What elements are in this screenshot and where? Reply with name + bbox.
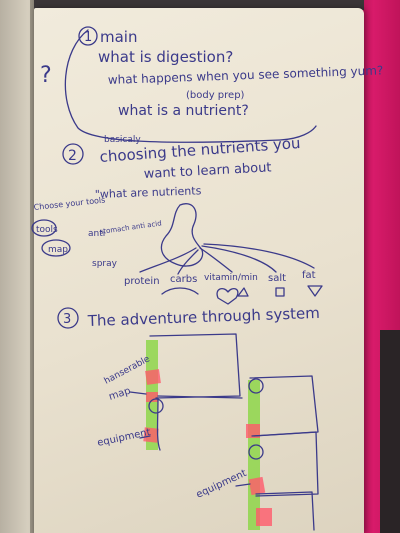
pink-flag-2 (146, 392, 158, 402)
section-3-number: 3 (63, 312, 71, 327)
branch-fat (203, 243, 315, 269)
section-1-bracket (64, 29, 317, 143)
question-nutrient: what is a nutrient? (118, 103, 249, 119)
section-3-title: The adventure through system (87, 304, 321, 330)
section-1-number: 1 (84, 30, 92, 45)
section-1-heading: main (100, 28, 137, 46)
section-2-number-circle (62, 143, 84, 165)
label-equipment-2: equipment (195, 468, 249, 501)
pink-flag-4 (246, 424, 260, 438)
screen-box-4 (255, 491, 315, 531)
anti-spray-label: spray (92, 259, 118, 269)
screen-box-2 (249, 375, 319, 437)
tools-item-2: map (48, 245, 68, 255)
label-hanserable: hanserable (103, 354, 152, 387)
top-shadow (34, 0, 364, 10)
pink-flag-1 (145, 369, 161, 385)
pink-flag-6 (256, 508, 272, 526)
connector-2 (156, 397, 161, 451)
arrow-equipment-1 (139, 435, 151, 439)
label-map: map (108, 386, 133, 403)
stomach-drawing (160, 203, 204, 267)
pink-flag-5 (248, 476, 266, 496)
doodle-arrow (307, 285, 323, 297)
section-2-number: 2 (68, 148, 77, 164)
question-yum-note: (body prep) (186, 90, 245, 101)
section-2-note: basicaly (104, 135, 141, 145)
anti-label: anti (88, 229, 105, 239)
section-3: 3 The adventure through system (57, 304, 321, 531)
question-digestion: what is digestion? (98, 48, 233, 66)
arrow-map (129, 391, 147, 395)
branch-protein (139, 247, 197, 273)
connector-1 (157, 395, 243, 399)
section-3-number-circle (57, 307, 79, 329)
branch-vitamin (199, 247, 233, 273)
question-yum: what happens when you see something yum? (108, 63, 384, 87)
background-wall (380, 330, 400, 533)
section-2-line-2: want to learn about (143, 160, 271, 182)
tools-oval (31, 219, 57, 237)
marker-circle-1 (148, 398, 164, 414)
marker-circle-3 (248, 444, 264, 460)
doodle-heart (216, 287, 239, 305)
pink-flag-3 (143, 427, 159, 443)
anti-acid-label: stomach anti acid (99, 219, 162, 236)
branch-salt (201, 245, 277, 273)
marker-circle-2 (248, 378, 264, 394)
tools-item-1: tools (36, 225, 58, 235)
map-oval (41, 239, 71, 257)
branch-carbs (177, 249, 199, 275)
nutrient-fat: fat (302, 270, 316, 281)
notebook-page (34, 8, 364, 533)
section-2: 2 basicaly choosing the nutrients you wa… (31, 134, 323, 305)
nutrient-protein: protein (124, 276, 160, 287)
section-1-number-circle (78, 26, 98, 46)
doodle-curve (161, 287, 199, 295)
screen-box-1 (149, 333, 241, 399)
doodle-triangle (237, 287, 249, 297)
nutrient-vitamin: vitamin/min (204, 273, 258, 283)
nutrients-subtitle: "what are nutrients (95, 184, 202, 201)
screen-box-3 (251, 431, 319, 497)
tools-label: Choose your tools (33, 196, 105, 212)
section-1: ? 1 main what is digestion? what happens… (40, 26, 384, 143)
nutrient-salt: salt (268, 273, 286, 284)
question-mark: ? (40, 63, 52, 88)
doodle-square (275, 287, 285, 297)
nutrient-carbs: carbs (170, 274, 197, 285)
arrow-equipment-2 (235, 483, 251, 487)
